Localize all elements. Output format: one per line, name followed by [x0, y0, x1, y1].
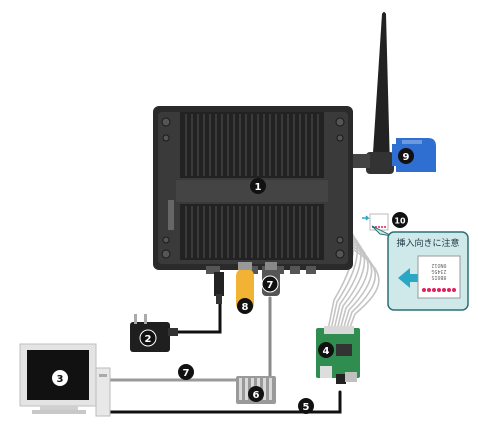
adapter-board-icon	[316, 326, 360, 384]
badge-1: 1	[250, 178, 266, 194]
badge-9-label: 9	[403, 152, 410, 163]
power-cable	[176, 300, 222, 334]
badge-1-label: 1	[255, 182, 262, 193]
badge-2-label: 2	[145, 334, 152, 345]
power-plug-icon	[214, 272, 224, 304]
badge-10-label: 10	[394, 217, 406, 226]
badge-8: 8	[237, 298, 253, 314]
card-line-3: 8B0IS	[431, 274, 446, 280]
badge-10: 10	[392, 212, 408, 228]
insert-arrow-icon	[398, 268, 418, 288]
badge-4-label: 4	[323, 346, 330, 357]
badge-4: 4	[318, 342, 334, 358]
badge-6-label: 6	[253, 390, 260, 401]
badge-2: 2	[139, 329, 157, 347]
badge-5: 5	[298, 398, 314, 414]
video-cable	[98, 390, 342, 414]
card-print: 0NO12 2345G 8B0IS	[431, 262, 446, 280]
badge-3-label: 3	[57, 374, 64, 385]
card-line-2: 2345G	[431, 268, 446, 274]
callout-title: 挿入向きに注意	[396, 237, 459, 249]
badge-6: 6	[248, 386, 264, 402]
badge-8-label: 8	[242, 302, 249, 313]
card-contacts	[422, 288, 456, 292]
card-line-1: 0NO12	[431, 262, 446, 268]
badge-9: 9	[398, 148, 414, 164]
badge-5-label: 5	[303, 402, 310, 413]
insertion-callout: 挿入向きに注意 0NO12 2345G 8B0IS	[371, 225, 469, 311]
badge-7-upper-label: 7	[267, 280, 274, 291]
badge-7-lower: 7	[178, 364, 194, 380]
badge-7-lower-label: 7	[183, 368, 190, 379]
badge-7-upper: 7	[261, 275, 279, 293]
badge-3: 3	[52, 370, 68, 386]
